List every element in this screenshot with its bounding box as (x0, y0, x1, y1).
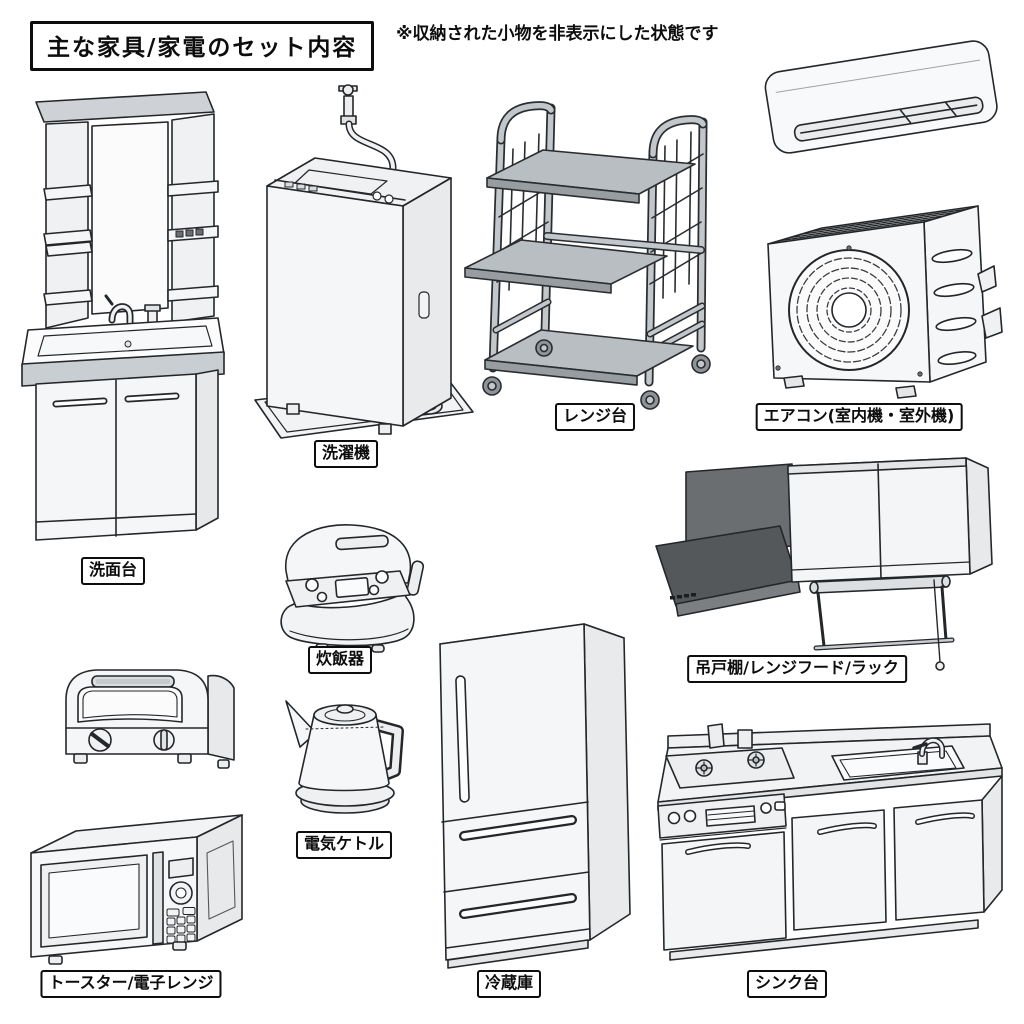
microwave-drawing (30, 814, 243, 965)
ac-indoor-unit (764, 40, 998, 154)
range-hood (655, 463, 801, 617)
range-stand-illustration (463, 72, 725, 412)
label-air-conditioner: エアコン(室内機・室外機) (755, 403, 963, 431)
cupboard-hood-rack-illustration (646, 450, 998, 682)
label-toaster-microwave: トースター/電子レンジ (40, 970, 222, 998)
air-conditioner-drawing (764, 40, 1003, 399)
toaster-drawing (65, 669, 235, 769)
label-cupboard-hood-rack: 吊戸棚/レンジフード/ラック (687, 655, 907, 683)
ac-outdoor-unit (767, 205, 1003, 399)
hanging-rack (809, 575, 955, 671)
cupboard-hood-rack-drawing (655, 457, 993, 671)
label-sink-unit: シンク台 (746, 970, 828, 998)
hanging-cupboard (787, 457, 993, 583)
label-washing-machine: 洗濯機 (313, 440, 379, 468)
electric-kettle-illustration (276, 681, 408, 827)
rice-cooker-illustration (252, 497, 436, 653)
toaster-illustration (52, 660, 238, 792)
microwave-illustration (27, 791, 245, 967)
label-washstand: 洗面台 (80, 557, 146, 585)
refrigerator-illustration (432, 614, 634, 970)
electric-kettle-drawing (285, 700, 404, 814)
label-range-stand: レンジ台 (554, 403, 636, 431)
page-title: 主な家具/家電のセット内容 (30, 21, 375, 71)
sink-unit-illustration (652, 722, 1006, 964)
range-stand-drawing (464, 101, 711, 410)
air-conditioner-illustration (748, 20, 1014, 400)
label-refrigerator: 冷蔵庫 (476, 970, 542, 998)
washstand-drawing (21, 91, 225, 541)
label-electric-kettle: 電気ケトル (295, 831, 393, 859)
header-note: ※収納された小物を非表示にした状態です (396, 24, 719, 44)
label-rice-cooker: 炊飯器 (307, 646, 373, 674)
rice-cooker-drawing (280, 524, 425, 653)
sink-unit-drawing (657, 723, 1003, 961)
washing-machine-illustration (251, 82, 477, 442)
washstand-illustration (10, 86, 235, 548)
washing-machine-drawing (254, 84, 474, 439)
stove-burners (695, 751, 765, 777)
refrigerator-drawing (439, 623, 631, 969)
